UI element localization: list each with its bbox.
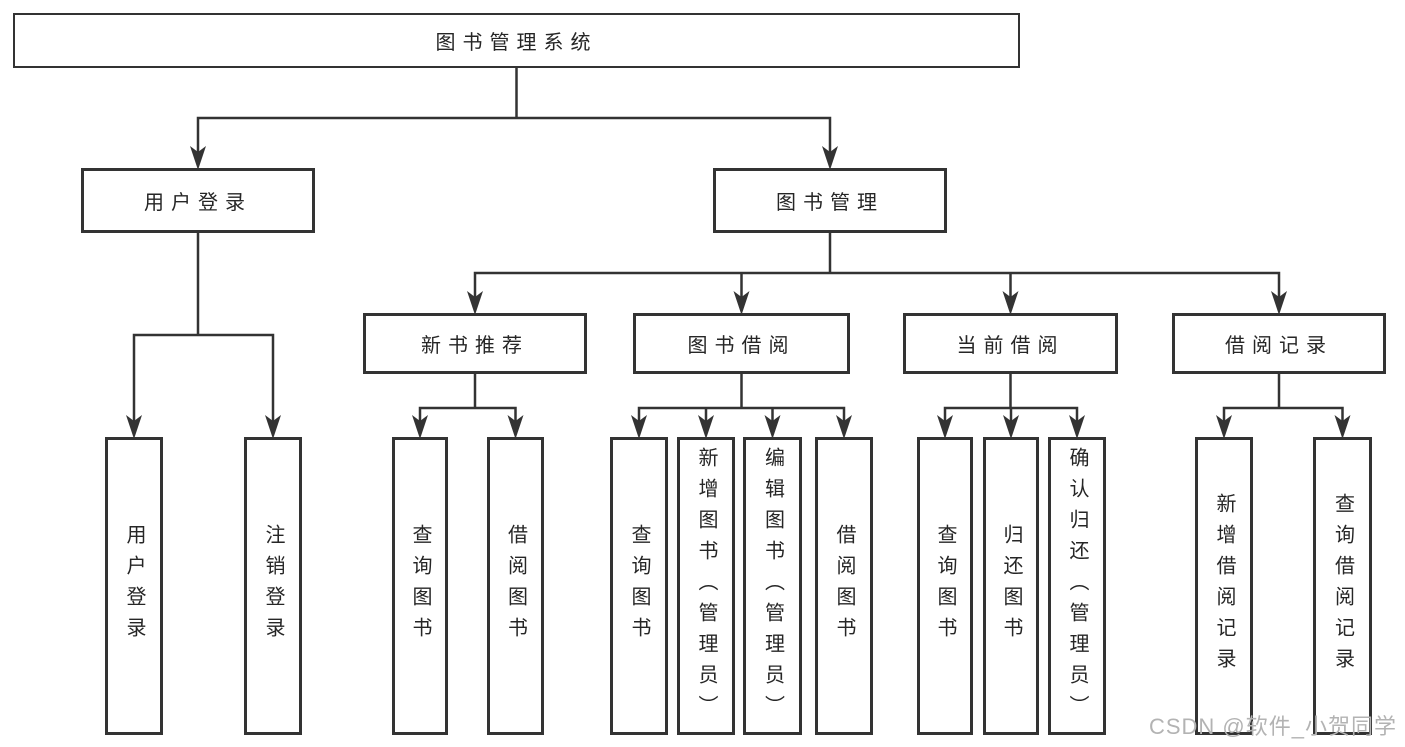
arrowhead-icon: [190, 146, 206, 170]
arrowhead-icon: [764, 415, 781, 439]
node-label: 图书管理系统: [435, 32, 598, 54]
arrowhead-icon: [126, 415, 142, 439]
node-label: 图书借阅: [687, 335, 796, 357]
node-label: 查询借阅记录: [1331, 493, 1354, 679]
node-return-book: 归还图书: [983, 437, 1039, 735]
node-query-book-current: 查询图书: [917, 437, 973, 735]
watermark: CSDN @软件_小贺同学: [1148, 714, 1397, 739]
node-add-book: 新增图书（管理员）: [677, 437, 735, 735]
arrowhead-icon: [1069, 415, 1085, 439]
node-label: 新增图书（管理员）: [695, 446, 717, 726]
node-current-borrow: 当前借阅: [903, 313, 1118, 374]
node-book-borrow: 图书借阅: [633, 313, 850, 374]
node-logout: 注销登录: [244, 437, 302, 735]
node-label: 归还图书: [1000, 524, 1022, 648]
node-user-login: 用户登录: [81, 168, 315, 233]
arrowhead-icon: [1003, 415, 1019, 439]
arrowhead-icon: [631, 415, 647, 439]
node-book-mgmt: 图书管理: [713, 168, 947, 233]
node-label: 注销登录: [262, 524, 284, 648]
arrowhead-icon: [1216, 415, 1232, 439]
node-add-borrow-record: 新增借阅记录: [1195, 437, 1253, 735]
node-new-book-rec: 新书推荐: [363, 313, 587, 374]
node-label: 当前借阅: [956, 335, 1065, 357]
arrowhead-icon: [733, 291, 750, 315]
node-label: 编辑图书（管理员）: [761, 446, 784, 726]
node-borrow-book-rec: 借阅图书: [487, 437, 544, 735]
node-label: 查询图书: [628, 524, 650, 648]
node-label: 新书推荐: [421, 335, 529, 357]
node-borrow-book: 借阅图书: [815, 437, 873, 735]
node-label: 新增借阅记录: [1213, 493, 1235, 679]
node-login: 用户登录: [105, 437, 163, 735]
arrowhead-icon: [937, 415, 953, 439]
node-edit-book: 编辑图书（管理员）: [743, 437, 802, 735]
arrowhead-icon: [265, 415, 281, 439]
arrowhead-icon: [467, 291, 483, 315]
arrowhead-icon: [412, 415, 428, 439]
arrowhead-icon: [698, 415, 714, 439]
node-label: 借阅记录: [1225, 335, 1333, 357]
arrowhead-icon: [1002, 291, 1019, 315]
node-label: 用户登录: [123, 524, 145, 648]
node-label: 图书管理: [776, 192, 884, 214]
node-label: 确认归还（管理员）: [1066, 446, 1088, 726]
arrowhead-icon: [507, 415, 524, 439]
node-label: 查询图书: [409, 524, 431, 648]
node-label: 查询图书: [934, 524, 956, 648]
node-confirm-return: 确认归还（管理员）: [1048, 437, 1106, 735]
node-label: 用户登录: [144, 192, 252, 214]
node-query-book-rec: 查询图书: [392, 437, 448, 735]
node-system: 图书管理系统: [13, 13, 1020, 68]
node-borrow-record: 借阅记录: [1172, 313, 1386, 374]
node-query-borrow-record: 查询借阅记录: [1313, 437, 1372, 735]
node-query-book-borrow: 查询图书: [610, 437, 668, 735]
node-label: 借阅图书: [833, 524, 855, 648]
arrowhead-icon: [1334, 415, 1351, 439]
arrowhead-icon: [822, 146, 838, 170]
arrowhead-icon: [1271, 291, 1287, 315]
node-label: 借阅图书: [504, 524, 527, 648]
arrowhead-icon: [836, 415, 852, 439]
